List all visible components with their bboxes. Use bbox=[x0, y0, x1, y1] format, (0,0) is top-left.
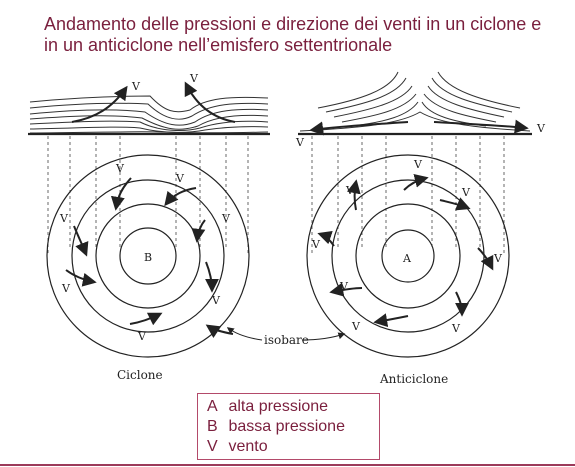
legend-text: vento bbox=[228, 438, 268, 455]
cyclone-isobars bbox=[46, 154, 250, 358]
legend-key: B bbox=[207, 418, 218, 435]
anticyclone-pressure-profile bbox=[299, 71, 531, 132]
cyclone-caption: Ciclone bbox=[117, 368, 163, 382]
wind-mark: V bbox=[339, 280, 349, 293]
legend-box: A alta pressione B bassa pressione V ven… bbox=[197, 393, 380, 460]
wind-mark: V bbox=[311, 238, 321, 251]
title-line-2: in un anticiclone nell’emisfero settentr… bbox=[44, 35, 393, 55]
wind-mark: V bbox=[221, 212, 231, 225]
wind-mark: V bbox=[59, 212, 69, 225]
anticyclone-wind-marks: V V V V V V V V bbox=[311, 158, 503, 335]
wind-mark: V bbox=[175, 172, 185, 185]
anticyclone-wind-arrow-right bbox=[433, 119, 529, 134]
projection-lines bbox=[47, 136, 505, 255]
wind-mark: V bbox=[211, 294, 221, 307]
wind-mark: V bbox=[61, 282, 71, 295]
legend-item: B bassa pressione bbox=[207, 417, 379, 437]
anticyclone-caption: Anticiclone bbox=[379, 372, 448, 386]
isobar-pointer-right bbox=[301, 332, 346, 341]
wind-mark: V bbox=[345, 184, 355, 197]
wind-mark: V bbox=[351, 320, 361, 333]
anticyclone-wind-arrows bbox=[317, 173, 494, 328]
legend-text: bassa pressione bbox=[228, 418, 345, 435]
isobar-pointer-left bbox=[226, 327, 263, 341]
cyclone-wind-marks: V V V V V V V bbox=[59, 162, 231, 343]
legend-item: V vento bbox=[207, 437, 379, 457]
wind-mark: V bbox=[461, 186, 471, 199]
legend-item: A alta pressione bbox=[207, 397, 379, 417]
legend-key: V bbox=[207, 438, 218, 455]
cyclone-center-label: B bbox=[144, 251, 152, 264]
anticyclone-isobars bbox=[306, 154, 510, 358]
wind-mark: V bbox=[131, 80, 141, 93]
cyclone-pressure-profile bbox=[29, 95, 269, 134]
page-title: Andamento delle pressioni e direzione de… bbox=[44, 14, 564, 56]
legend-text: alta pressione bbox=[228, 398, 329, 415]
wind-mark: V bbox=[115, 162, 125, 175]
wind-mark: V bbox=[536, 122, 546, 135]
isobar-label: isobare bbox=[264, 333, 309, 347]
anticyclone-center-label: A bbox=[402, 252, 412, 265]
cyclone-wind-arrows bbox=[65, 177, 234, 339]
legend-key: A bbox=[207, 398, 218, 415]
wind-mark: V bbox=[413, 158, 423, 171]
wind-mark: V bbox=[493, 252, 503, 265]
cyclone-wind-arrow-left bbox=[71, 85, 128, 123]
cyclone-wind-arrow-right bbox=[184, 81, 236, 123]
wind-mark: V bbox=[451, 322, 461, 335]
anticyclone-wind-arrow-left bbox=[309, 121, 409, 136]
title-line-1: Andamento delle pressioni e direzione de… bbox=[44, 14, 542, 34]
wind-mark: V bbox=[295, 136, 305, 149]
wind-mark: V bbox=[137, 330, 147, 343]
bottom-divider bbox=[0, 464, 575, 466]
wind-mark: V bbox=[189, 72, 199, 85]
